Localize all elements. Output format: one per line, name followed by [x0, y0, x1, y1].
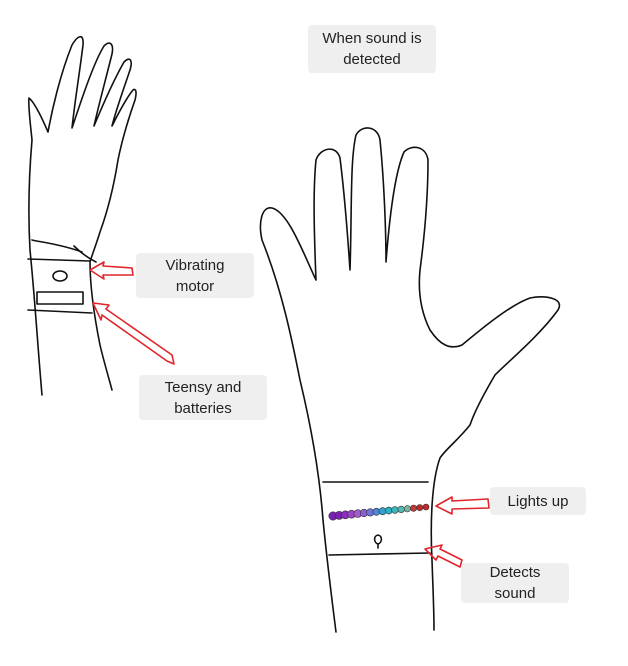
right-hand-outline: [259, 127, 561, 633]
label-when-sound-line-1: When sound is: [322, 30, 422, 47]
left-wristband-bottom: [27, 309, 93, 314]
label-detects-line-1: Detects: [489, 564, 541, 581]
label-detects-sound: Detects sound: [461, 563, 569, 603]
right-hand-drawing: [259, 127, 561, 633]
label-detects-line-2: sound: [494, 585, 536, 602]
left-wristband-top: [27, 258, 91, 262]
vibrating-motor-shape: [52, 270, 68, 282]
left-sleeve-top: [31, 239, 83, 253]
left-arrows: [89, 261, 175, 365]
right-wristband-bottom: [328, 552, 431, 556]
led-strip: [328, 503, 430, 521]
arrow-to-sensor: [424, 544, 463, 568]
left-hand-drawing: [27, 35, 137, 396]
led-bead: [410, 504, 418, 512]
label-when-sound-line-2: detected: [343, 51, 401, 68]
label-teensy-line-2: batteries: [174, 399, 232, 417]
label-lights-up: Lights up: [490, 487, 586, 515]
led-bead: [391, 506, 399, 514]
label-teensy-line-1: Teensy and: [164, 378, 242, 396]
led-bead: [384, 506, 393, 515]
label-lights-line-1: Lights up: [507, 492, 569, 510]
led-bead: [416, 504, 424, 511]
label-vibrating-motor: Vibrating motor: [136, 253, 254, 298]
arrow-to-teensy: [92, 302, 175, 365]
arrow-to-leds: [435, 496, 490, 515]
left-hand-outline: [27, 35, 137, 396]
led-bead: [403, 505, 411, 513]
teensy-board-shape: [36, 291, 84, 305]
right-arrows: [424, 496, 490, 568]
label-teensy-and-batteries: Teensy and batteries: [139, 375, 267, 420]
led-bead: [397, 505, 405, 514]
label-vibrating-line-2: motor: [175, 277, 215, 295]
arrow-to-motor: [89, 261, 134, 280]
led-bead: [422, 503, 430, 511]
sound-sensor-shape: [373, 534, 383, 549]
left-wrist-inner: [73, 245, 97, 263]
label-vibrating-line-1: Vibrating: [165, 256, 225, 274]
label-when-sound-detected: When sound is detected: [308, 25, 436, 73]
